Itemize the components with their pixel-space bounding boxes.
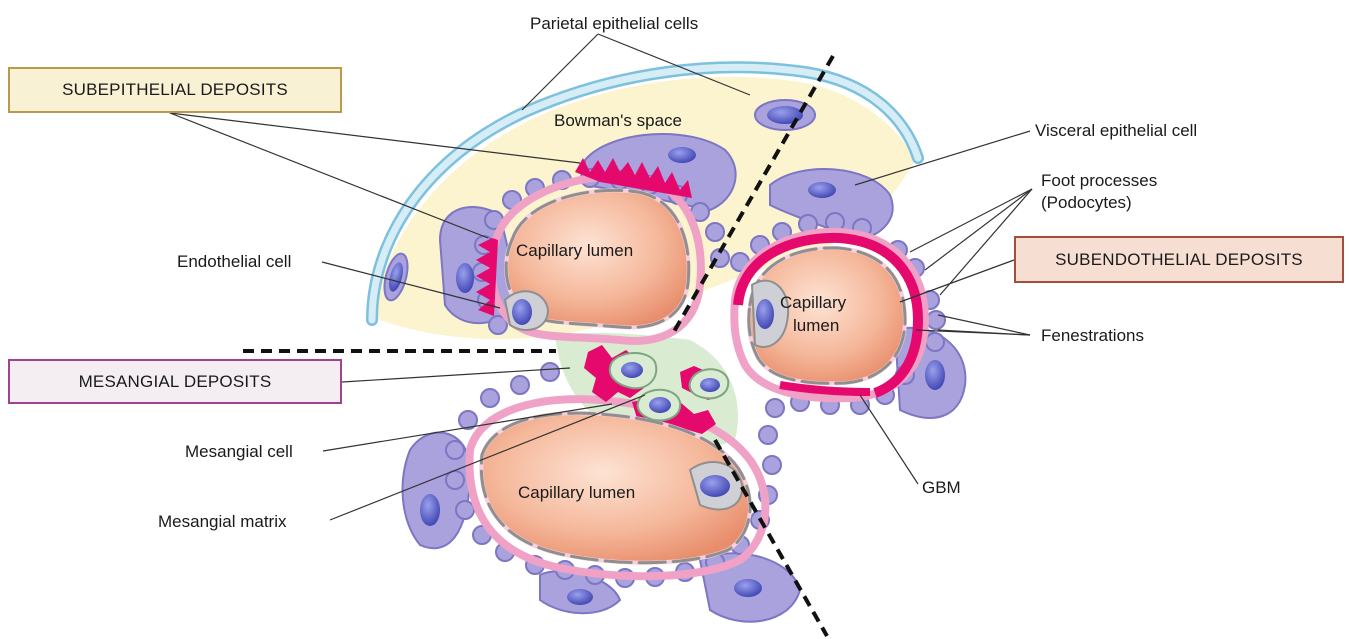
foot-processes-label: Foot processes (1041, 171, 1157, 191)
parietal-epithelial-cells-label: Parietal epithelial cells (530, 14, 698, 34)
mesangial-cell-label: Mesangial cell (185, 442, 293, 462)
mesangial-deposits-box: MESANGIAL DEPOSITS (8, 359, 342, 404)
capillary-lumen-top-label: Capillary lumen (516, 241, 633, 260)
gbm-label: GBM (922, 478, 961, 498)
bowmans-space-label: Bowman's space (554, 111, 682, 130)
capillary-lumen-bottom-label: Capillary lumen (518, 483, 635, 502)
podocytes-label: (Podocytes) (1041, 193, 1132, 213)
subepithelial-deposits-box: SUBEPITHELIAL DEPOSITS (8, 67, 342, 113)
capillary-lumen-right-label-1: Capillary (780, 293, 847, 312)
visceral-epithelial-cell-label: Visceral epithelial cell (1035, 121, 1197, 141)
capillary-lumen-right-label-2: lumen (793, 316, 839, 335)
endothelial-cell-label: Endothelial cell (177, 252, 291, 272)
fenestrations-label: Fenestrations (1041, 326, 1144, 346)
subendothelial-deposits-box: SUBENDOTHELIAL DEPOSITS (1014, 236, 1344, 283)
mesangial-matrix-label: Mesangial matrix (158, 512, 287, 532)
